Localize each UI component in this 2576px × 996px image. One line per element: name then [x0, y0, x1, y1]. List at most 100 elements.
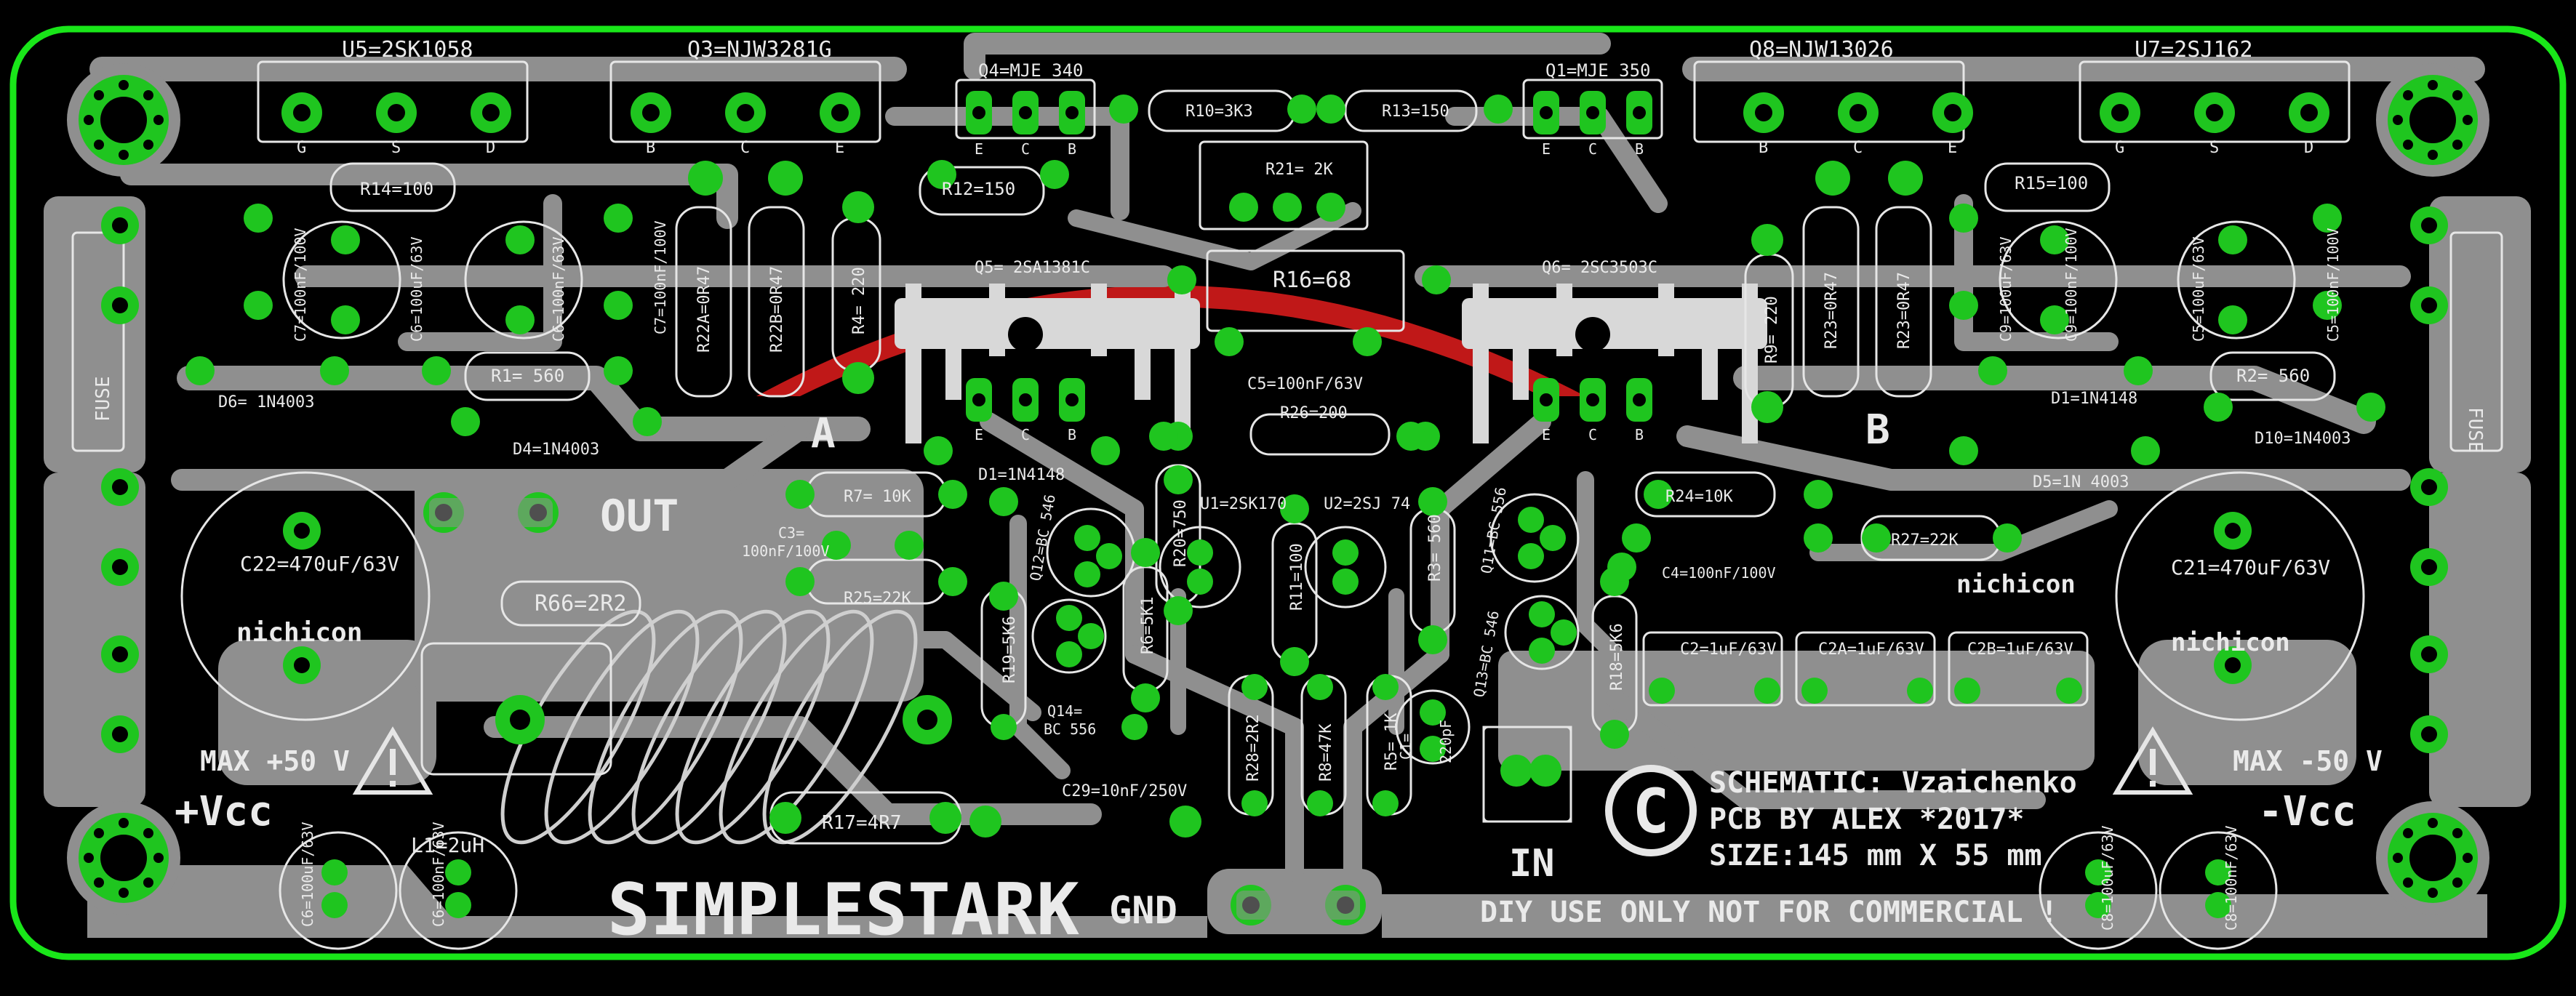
board-title: SIMPLESTARK	[607, 869, 1079, 952]
inductor-coil	[500, 609, 918, 845]
svg-text:E: E	[975, 140, 983, 158]
heatsink-q6	[1462, 284, 1767, 443]
label-d10: D10=1N4003	[2255, 430, 2351, 448]
label-q5: Q5= 2SA1381C	[975, 259, 1090, 277]
label-c1v: 220pF	[1437, 720, 1455, 763]
label-r27: R27=22K	[1891, 531, 1959, 550]
label-max-neg: MAX -50 V	[2233, 745, 2383, 777]
label-q14: Q14=	[1047, 702, 1082, 720]
label-c6c: C6=100uF/63V	[299, 822, 316, 928]
brand-logo-left: nichicon	[236, 618, 362, 648]
label-u1: U1=2SK170	[1200, 495, 1287, 513]
label-r18: R18=5K6	[1608, 623, 1626, 691]
label-q3: Q3=NJW3281G	[687, 37, 832, 63]
label-u7: U7=2SJ162	[2135, 37, 2253, 63]
label-r7: R7= 10K	[844, 488, 911, 506]
label-point-b: B	[1865, 406, 1890, 454]
label-q14v: BC 556	[1044, 720, 1096, 738]
transistor-outlines	[257, 60, 2351, 332]
label-point-a: A	[811, 410, 836, 457]
label-r23b: R23=0R47	[1895, 272, 1913, 349]
schematic-credit: SCHEMATIC: Vzaichenko	[1709, 766, 2077, 800]
label-r66: R66=2R2	[535, 591, 626, 617]
svg-text:C: C	[1588, 140, 1597, 158]
label-c1: C1=	[1397, 734, 1415, 760]
label-r10: R10=3K3	[1185, 103, 1253, 121]
label-c4: C4=100nF/100V	[1662, 564, 1776, 582]
label-vcc-neg: -Vcc	[2258, 788, 2356, 835]
label-r5: R5= 1K	[1383, 712, 1401, 771]
svg-text:S: S	[2209, 139, 2219, 157]
label-c7b: C7=100nF/100V	[652, 220, 669, 334]
svg-text:C: C	[1021, 426, 1030, 443]
svg-text:D: D	[2304, 139, 2313, 157]
label-max-pos: MAX +50 V	[200, 745, 350, 777]
label-fuse-right: FUSE	[2464, 407, 2486, 453]
label-q6: Q6= 2SC3503C	[1542, 259, 1657, 277]
heatsink-q5	[895, 284, 1200, 443]
label-d1: D1=1N4148	[978, 466, 1065, 484]
label-r3: R3= 560	[1426, 514, 1444, 582]
label-c6b: C6=100nF/63V	[550, 237, 567, 342]
label-c7a: C7=100nF/100V	[292, 228, 309, 342]
bulk-capacitors	[180, 220, 2365, 950]
svg-text:B: B	[1068, 140, 1076, 158]
label-r12: R12=150	[942, 179, 1015, 199]
label-d6: D6= 1N4003	[218, 393, 314, 411]
label-d1b: D1=1N4148	[2051, 390, 2137, 408]
mounting-hole	[67, 63, 180, 177]
svg-text:G: G	[2115, 139, 2124, 157]
warning-icon	[352, 726, 2193, 795]
label-c2: C2=1uF/63V	[1680, 640, 1776, 659]
label-c5: C5=100uF/63V	[2190, 237, 2207, 342]
label-r2: R2= 560	[2236, 366, 2310, 386]
label-r24: R24=10K	[1665, 488, 1733, 506]
pads	[101, 91, 2448, 925]
label-r28: R28=2R2	[1244, 714, 1263, 782]
svg-text:C: C	[1633, 776, 1670, 847]
svg-text:E: E	[835, 139, 844, 157]
label-c29: C29=10nF/250V	[1062, 782, 1187, 800]
svg-text:B: B	[1635, 426, 1644, 443]
label-r14: R14=100	[360, 179, 433, 199]
label-vcc-pos: +Vcc	[175, 788, 273, 835]
label-l1: L1=2uH	[411, 833, 484, 857]
svg-text:C: C	[740, 139, 750, 157]
label-c21: C21=470uF/63V	[2171, 555, 2330, 579]
label-r17: R17=4R7	[822, 812, 902, 834]
pcb-credit: PCB BY ALEX *2017*	[1709, 803, 2024, 836]
svg-text:E: E	[1542, 140, 1551, 158]
label-r9: R9= 220	[1763, 296, 1781, 364]
svg-text:E: E	[975, 426, 983, 443]
label-fuse-left: FUSE	[92, 376, 114, 422]
label-c2a: C2A=1uF/63V	[1818, 640, 1924, 659]
label-r25: R25=22K	[844, 590, 911, 608]
svg-text:B: B	[1068, 426, 1076, 443]
svg-text:C: C	[1021, 140, 1030, 158]
silkscreen-labels: U5=2SK1058 Q3=NJW3281G Q4=MJE 340 Q1=MJE…	[92, 37, 2486, 952]
label-d5: D5=1N 4003	[2033, 473, 2129, 491]
svg-text:E: E	[1542, 426, 1551, 443]
label-r23: R23=0R47	[1823, 272, 1841, 349]
label-r22b: R22B=0R47	[768, 266, 786, 353]
label-r8: R8=47K	[1317, 723, 1335, 782]
brand-logo-right-top: nichicon	[1956, 570, 2076, 599]
label-r20: R20=750	[1172, 499, 1190, 567]
svg-text:C: C	[1853, 139, 1863, 157]
label-c22: C22=470uF/63V	[240, 552, 399, 576]
label-c3v: 100nF/100V	[742, 542, 829, 560]
label-c8b: C8=100nF/63V	[2223, 826, 2240, 931]
label-r15: R15=100	[2015, 173, 2088, 193]
copyright-icon: C	[1605, 765, 1697, 856]
label-q1: Q1=MJE 350	[1545, 60, 1651, 81]
label-q4: Q4=MJE 340	[978, 60, 1084, 81]
svg-text:D: D	[486, 139, 495, 157]
label-c9: C9=100uF/63V	[1997, 237, 2015, 342]
label-u2: U2=2SJ 74	[1324, 495, 1410, 513]
label-r6: R6=5K1	[1139, 597, 1157, 654]
svg-text:S: S	[391, 139, 401, 157]
label-r4: R4= 220	[850, 267, 868, 334]
disclaimer: DIY USE ONLY NOT FOR COMMERCIAL !	[1480, 896, 2058, 929]
mounting-hole	[67, 801, 180, 915]
